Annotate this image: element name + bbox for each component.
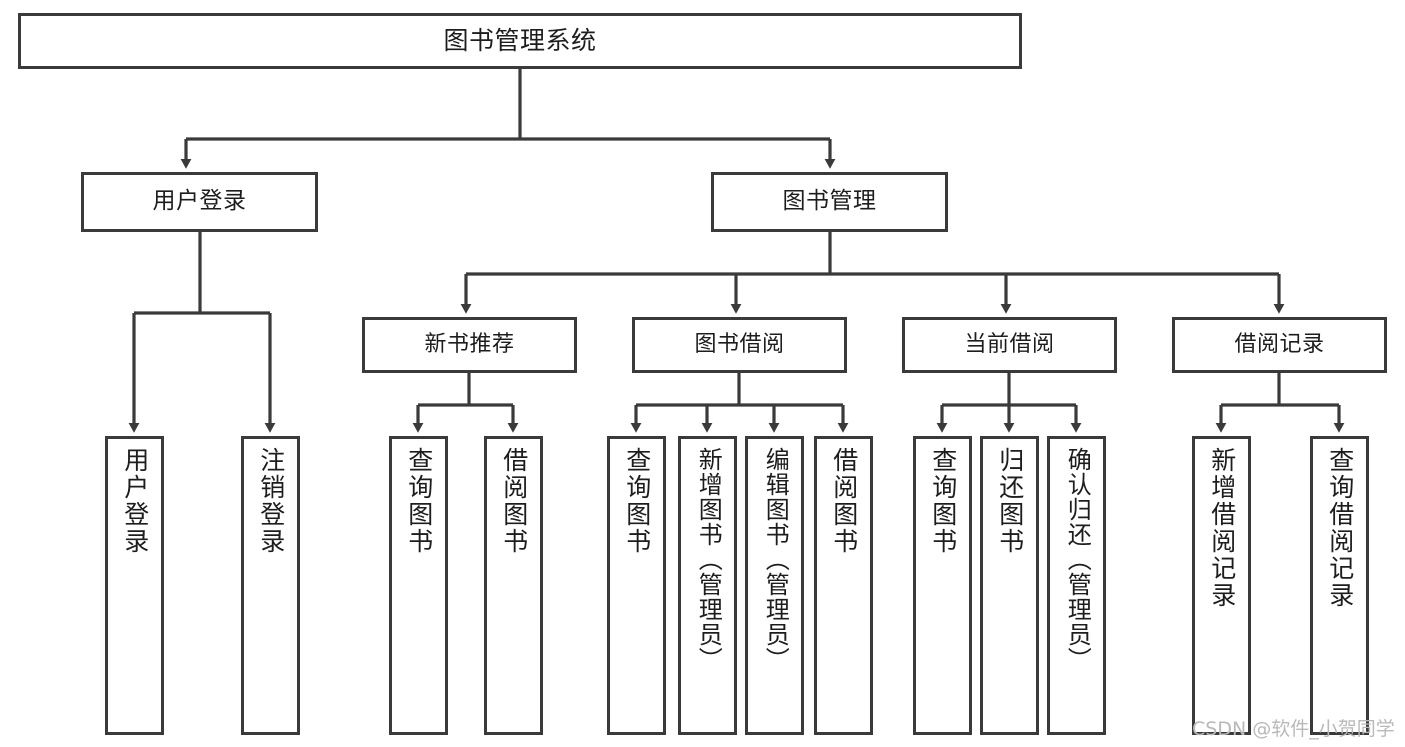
node-book-borrow[interactable]: 图书借阅 — [632, 317, 847, 373]
node-leaf-user-login-label: 用户登录 — [120, 447, 150, 555]
node-leaf-query-book-rec-label: 查询图书 — [404, 447, 434, 555]
node-user-login[interactable]: 用户登录 — [81, 172, 318, 232]
node-book-manage-label: 图书管理 — [782, 188, 877, 215]
node-leaf-query-book[interactable]: 查询图书 — [607, 436, 666, 735]
node-leaf-confirm-return-label: 确认归还（管理员） — [1063, 447, 1092, 672]
node-leaf-user-logout[interactable]: 注销登录 — [241, 436, 300, 735]
node-leaf-query-record-label: 查询借阅记录 — [1325, 447, 1355, 609]
node-root-label: 图书管理系统 — [443, 26, 597, 56]
node-current-borrow[interactable]: 当前借阅 — [902, 317, 1117, 373]
node-leaf-add-record[interactable]: 新增借阅记录 — [1192, 436, 1251, 735]
node-leaf-add-book-label: 新增图书（管理员） — [694, 447, 723, 672]
node-leaf-edit-book-label: 编辑图书（管理员） — [761, 447, 790, 672]
node-leaf-edit-book[interactable]: 编辑图书（管理员） — [745, 436, 804, 735]
node-leaf-borrow-book-rec[interactable]: 借阅图书 — [484, 436, 543, 735]
node-current-borrow-label: 当前借阅 — [964, 332, 1055, 358]
node-leaf-query-record[interactable]: 查询借阅记录 — [1310, 436, 1369, 735]
node-leaf-borrow-book[interactable]: 借阅图书 — [814, 436, 873, 735]
node-book-borrow-label: 图书借阅 — [694, 332, 785, 358]
node-leaf-confirm-return[interactable]: 确认归还（管理员） — [1047, 436, 1106, 735]
node-leaf-query-book-rec[interactable]: 查询图书 — [389, 436, 448, 735]
node-leaf-return-book-label: 归还图书 — [995, 447, 1025, 555]
node-borrow-record[interactable]: 借阅记录 — [1172, 317, 1387, 373]
node-leaf-borrow-book-rec-label: 借阅图书 — [499, 447, 529, 555]
csdn-watermark: CSDN @软件_小贺同学 — [1192, 718, 1395, 740]
node-leaf-add-record-label: 新增借阅记录 — [1207, 447, 1237, 609]
node-leaf-query-book-label: 查询图书 — [622, 447, 652, 555]
node-leaf-return-book[interactable]: 归还图书 — [980, 436, 1039, 735]
node-root[interactable]: 图书管理系统 — [18, 13, 1022, 69]
node-leaf-add-book[interactable]: 新增图书（管理员） — [678, 436, 737, 735]
node-leaf-user-login[interactable]: 用户登录 — [105, 436, 164, 735]
node-borrow-record-label: 借阅记录 — [1234, 332, 1325, 358]
node-user-login-label: 用户登录 — [152, 188, 247, 215]
node-leaf-user-logout-label: 注销登录 — [256, 447, 286, 555]
node-leaf-borrow-book-label: 借阅图书 — [829, 447, 859, 555]
node-leaf-query-book-cur-label: 查询图书 — [928, 447, 958, 555]
node-book-manage[interactable]: 图书管理 — [711, 172, 948, 232]
node-new-book-rec-label: 新书推荐 — [424, 332, 515, 358]
node-new-book-rec[interactable]: 新书推荐 — [362, 317, 577, 373]
node-leaf-query-book-cur[interactable]: 查询图书 — [913, 436, 972, 735]
